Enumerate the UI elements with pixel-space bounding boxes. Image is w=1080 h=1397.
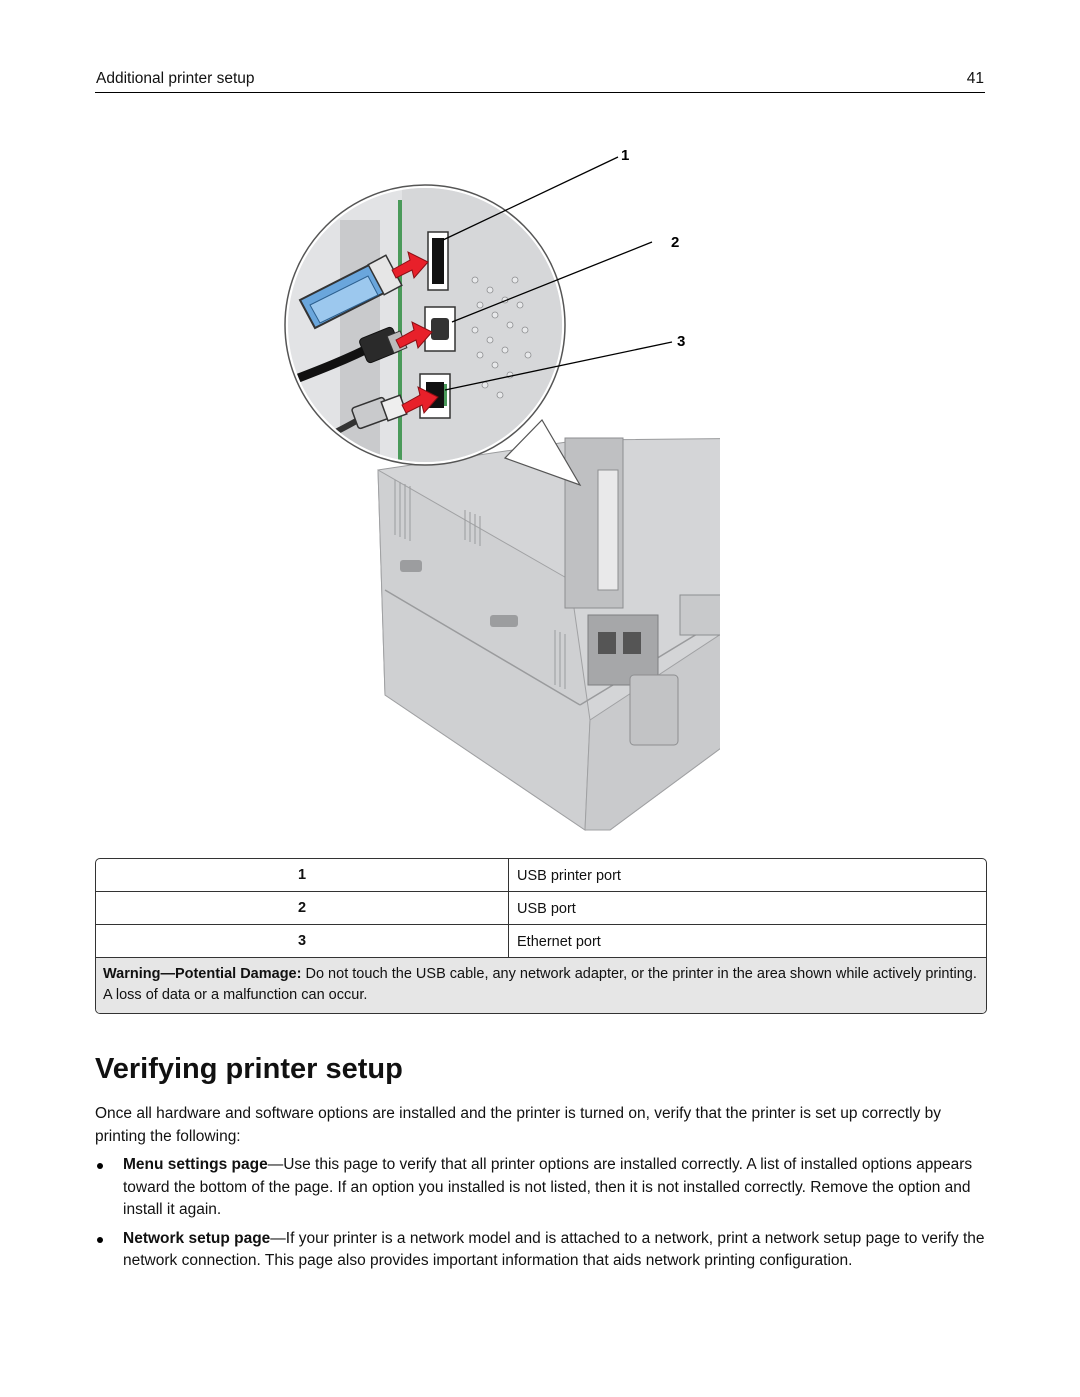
callout-label: USB port bbox=[517, 901, 576, 917]
bullet-icon bbox=[97, 1163, 103, 1169]
callout-number-3: 3 bbox=[677, 333, 685, 350]
section-heading: Verifying printer setup bbox=[95, 1053, 403, 1085]
callout-num: 3 bbox=[96, 925, 509, 957]
usb-flash-drive bbox=[298, 254, 403, 330]
bullet-text: —Use this page to verify that all printe… bbox=[123, 1156, 973, 1219]
list-item: Network setup page—If your printer is a … bbox=[95, 1228, 985, 1273]
table-row: 3 Ethernet port bbox=[96, 925, 986, 958]
page-number: 41 bbox=[966, 70, 984, 87]
printer-body bbox=[377, 437, 720, 831]
bullet-term: Network setup page bbox=[123, 1229, 271, 1247]
bullet-icon bbox=[97, 1236, 103, 1243]
callout-number-1: 1 bbox=[621, 147, 629, 164]
magnified-port-area bbox=[284, 184, 582, 487]
bullet-list: Menu settings page—Use this page to veri… bbox=[95, 1154, 985, 1279]
warning-text: Do not touch the USB cable, any network … bbox=[103, 966, 977, 1003]
warning-lead: Warning—Potential Damage: bbox=[103, 966, 302, 982]
ethernet-cable bbox=[318, 394, 408, 443]
callout-num: 1 bbox=[96, 859, 509, 891]
warning-note: Warning—Potential Damage: Do not touch t… bbox=[96, 958, 986, 1013]
running-title: Additional printer setup bbox=[96, 70, 255, 87]
callout-number-2: 2 bbox=[671, 234, 679, 251]
bullet-term: Menu settings page bbox=[123, 1156, 268, 1173]
list-item: Menu settings page—Use this page to veri… bbox=[95, 1154, 985, 1222]
insertion-arrows bbox=[391, 251, 439, 415]
page-header: Additional printer setup 41 bbox=[95, 68, 985, 93]
callout-table: 1 USB printer port 2 USB port 3 Ethernet… bbox=[95, 858, 987, 1014]
callout-label: USB printer port bbox=[517, 868, 621, 884]
intro-paragraph: Once all hardware and software options a… bbox=[95, 1105, 942, 1145]
table-row: 1 USB printer port bbox=[96, 859, 986, 892]
bullet-text: —If your printer is a network model and … bbox=[123, 1229, 985, 1270]
table-row: 2 USB port bbox=[96, 892, 986, 925]
callout-leaders bbox=[442, 156, 673, 391]
printer-ports-illustration: 1 2 3 bbox=[280, 140, 720, 840]
callout-num: 2 bbox=[96, 892, 509, 924]
callout-label: Ethernet port bbox=[517, 934, 601, 950]
